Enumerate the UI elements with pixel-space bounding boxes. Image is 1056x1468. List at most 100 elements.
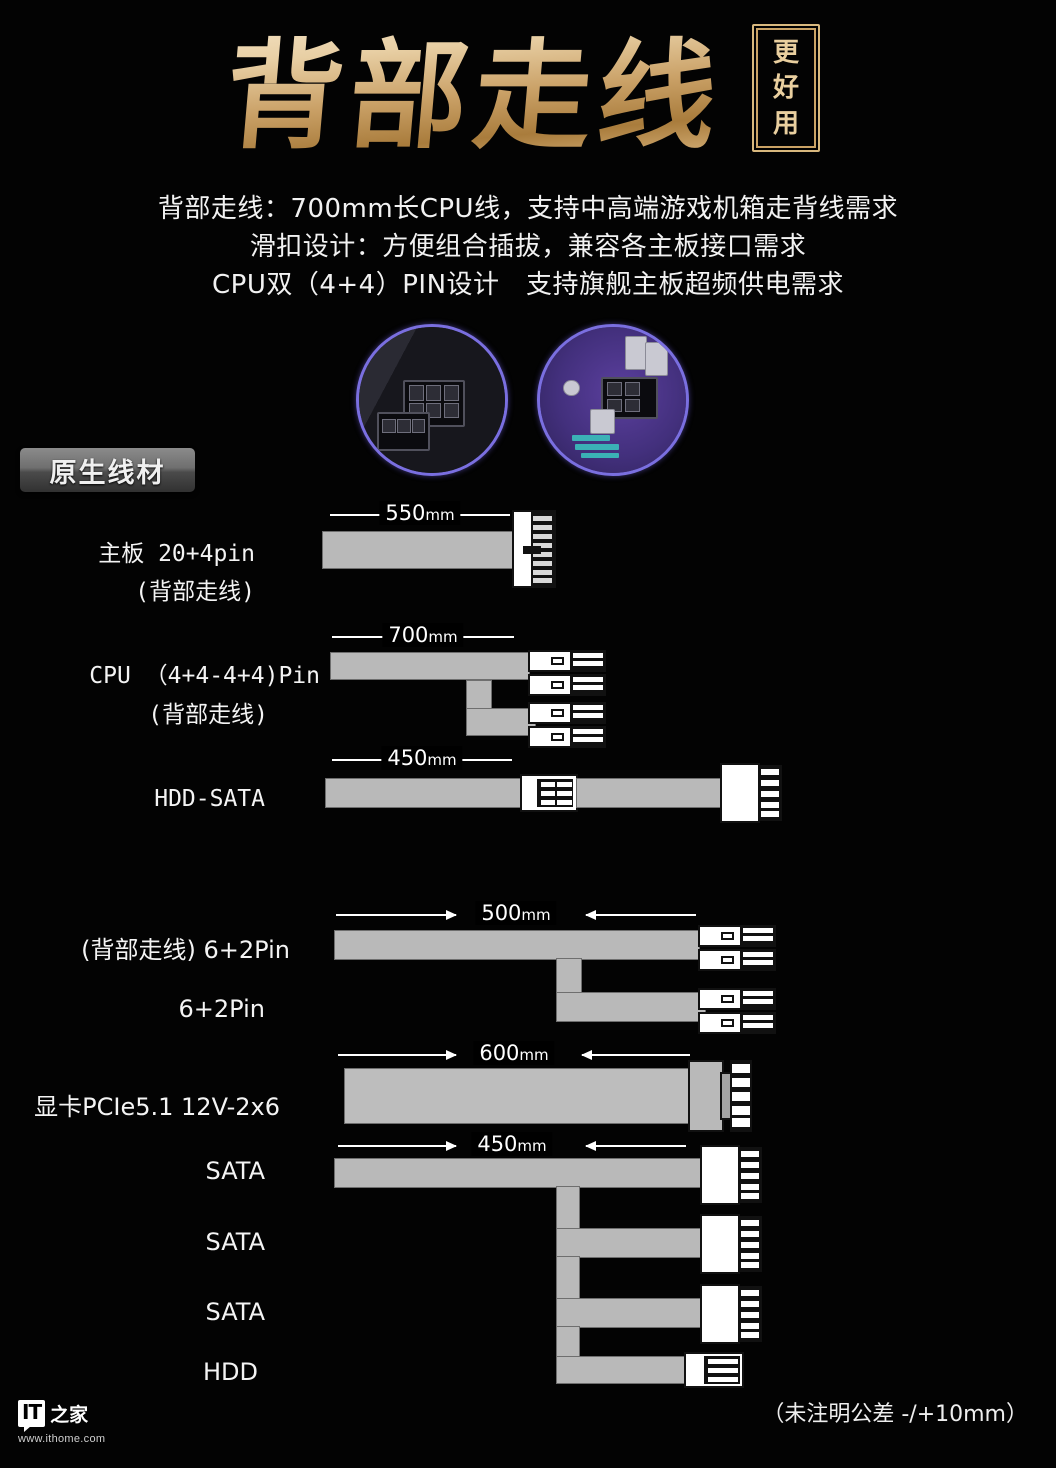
trace <box>580 452 619 459</box>
dimension-500mm-label: 500mm <box>475 901 557 925</box>
socket-pin <box>411 418 426 433</box>
cable-branch-cpu-horizontal <box>466 708 536 736</box>
connector-molex-hdd <box>684 1352 744 1388</box>
description-line-3: CPU双（4+4）PIN设计 支持旗舰主板超频供电需求 <box>211 270 845 300</box>
cable-bar-hdd-sata-seg2 <box>576 778 724 808</box>
connector-pins <box>570 674 606 696</box>
native-cable-badge: 原生线材 <box>20 448 195 492</box>
photo-cpu-connector-right <box>537 324 689 476</box>
watermark: IT 之家 www.ithome.com <box>18 1400 148 1456</box>
watermark-logo: IT 之家 <box>18 1400 148 1432</box>
plug-shape <box>645 341 668 376</box>
socket-pin <box>607 382 623 397</box>
dimension-550mm: 550mm <box>330 501 510 525</box>
arrow-right-icon <box>336 910 457 920</box>
connector-12v-2x6 <box>688 1060 752 1132</box>
hole-shape <box>563 379 580 397</box>
connector-body <box>700 1214 740 1274</box>
dimension-600mm-label: 600mm <box>473 1041 555 1065</box>
connector-cpu-4plus4-top <box>528 650 606 696</box>
connector-notch <box>720 1018 735 1027</box>
connector-half <box>528 702 572 724</box>
connector-half <box>698 1012 742 1034</box>
socket-pin <box>426 385 442 401</box>
connector-pins <box>740 1012 776 1034</box>
dimension-500mm: 500mm <box>336 901 696 925</box>
cable-branch-sata2-vertical <box>556 1256 580 1302</box>
photo-left-image <box>359 327 505 473</box>
connector-ribs <box>738 1216 762 1272</box>
connector-cpu-4plus4-bottom <box>528 702 606 748</box>
connector-pins <box>706 1356 740 1384</box>
label-pcie51-12v2x6: 显卡PCIe5.1 12V-2x6 <box>34 1093 280 1121</box>
connector-sata-3 <box>700 1284 762 1344</box>
arrow-left-icon <box>581 1050 690 1060</box>
connector-pins <box>570 650 606 672</box>
connector-half <box>698 949 742 971</box>
description-block: 背部走线：700mm长CPU线，支持中高端游戏机箱走背线需求 滑扣设计：方便组合… <box>0 190 1056 304</box>
connector-notch <box>720 994 735 1003</box>
label-hdd-sata: HDD-SATA <box>154 786 265 812</box>
connector-body <box>688 1060 724 1132</box>
cable-branch-sata3-horizontal <box>556 1356 686 1384</box>
dimension-450mm-top-label: 450mm <box>381 746 463 770</box>
watermark-url: www.ithome.com <box>18 1433 106 1445</box>
cable-bar-sata-main <box>334 1158 702 1188</box>
cable-bar-hdd-sata-seg1 <box>325 778 525 808</box>
connector-half <box>698 925 742 947</box>
cable-bar-mb-24pin <box>322 531 514 569</box>
dimension-550mm-label: 550mm <box>379 501 461 525</box>
connector-6plus2-bottom <box>698 988 776 1034</box>
arrow-left-icon <box>585 1141 686 1151</box>
trace <box>572 435 611 441</box>
label-sata-3: SATA <box>205 1298 265 1326</box>
connector-pins <box>740 988 776 1010</box>
photo-right-image <box>540 327 686 473</box>
watermark-it-mark: IT <box>18 1400 46 1432</box>
arrow-left-icon <box>585 910 696 920</box>
dimension-450mm-top: 450mm <box>332 746 512 770</box>
cable-branch-6plus2-horizontal <box>556 992 706 1022</box>
connector-sata-end <box>720 763 782 823</box>
connector-notch <box>550 732 565 741</box>
cable-branch-sata1-horizontal <box>556 1228 704 1258</box>
connector-pins <box>570 702 606 724</box>
header-banner: 背部走线 更 好 用 <box>0 0 1056 172</box>
connector-notch <box>550 708 565 717</box>
connector-notch <box>720 955 735 964</box>
socket-pin <box>396 418 411 433</box>
label-pcie-6plus2-line2: 6+2Pin <box>178 995 265 1023</box>
dimension-450mm-bottom: 450mm <box>338 1132 686 1156</box>
native-cable-badge-label: 原生线材 <box>49 457 166 489</box>
connector-ribs <box>738 1286 762 1342</box>
seal-char-3: 用 <box>772 108 799 139</box>
trace <box>575 443 619 450</box>
description-line-1: 背部走线：700mm长CPU线，支持中高端游戏机箱走背线需求 <box>157 194 899 224</box>
connector-body <box>700 1284 740 1344</box>
seal-char-1: 更 <box>772 37 799 68</box>
cable-bar-6plus2-main <box>334 930 700 960</box>
socket-pin <box>408 385 424 401</box>
connector-body <box>720 763 760 823</box>
label-cpu-line1: CPU （4+4-4+4)Pin <box>89 663 320 689</box>
label-mb-24pin-line1: 主板 20+4pin <box>98 541 255 567</box>
dimension-450mm-bottom-label: 450mm <box>471 1132 553 1156</box>
socket-pin <box>624 382 640 397</box>
cable-bar-pcie51 <box>344 1068 694 1124</box>
label-mb-24pin-line2: (背部走线) <box>135 579 255 605</box>
label-pcie-6plus2-line1: (背部走线) 6+2Pin <box>81 936 290 964</box>
connector-ribs <box>758 765 782 821</box>
plug-shape <box>589 408 615 435</box>
connector-notch <box>720 931 735 940</box>
connector-6plus2-top <box>698 925 776 971</box>
label-sata-2: SATA <box>205 1228 265 1256</box>
cable-bar-cpu-main <box>330 652 530 680</box>
seal-char-2: 好 <box>772 73 799 103</box>
connector-half <box>528 674 572 696</box>
connector-latch <box>522 546 542 555</box>
cable-branch-sata1-vertical <box>556 1186 580 1230</box>
photo-cpu-connector-left <box>356 324 508 476</box>
connector-pins <box>530 512 554 586</box>
connector-body <box>700 1145 740 1205</box>
